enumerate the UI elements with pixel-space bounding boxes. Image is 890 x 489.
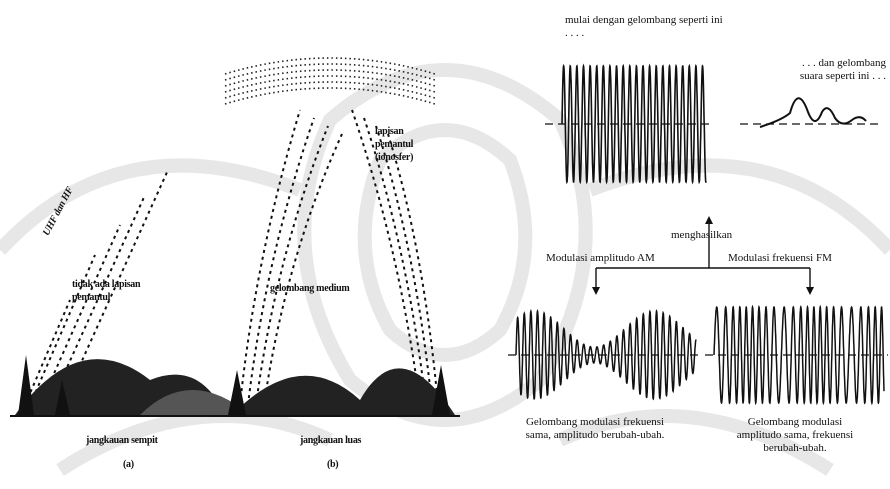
range-narrow-label: jangkauan sempit	[86, 434, 158, 447]
fm-label: Modulasi frekuensi FM	[728, 252, 832, 265]
produce-label: menghasilkan	[671, 229, 732, 242]
ionosphere-label: lapisan pemantul (ionosfer)	[375, 125, 437, 164]
fm-wave	[714, 307, 884, 403]
sound-wave	[760, 98, 866, 127]
range-wide-label: jangkauan luas	[300, 434, 361, 447]
am-label: Modulasi amplitudo AM	[546, 252, 655, 265]
antenna-left-icon	[18, 355, 34, 415]
panel-b-label: (b)	[327, 458, 338, 471]
sound-wave-label: . . . dan gelombang suara seperti ini . …	[778, 57, 886, 83]
fm-caption: Gelombang modulasi amplitudo sama, freku…	[730, 416, 860, 455]
no-layer-label: tidak ada lapisan pemantul	[72, 278, 164, 304]
start-wave-label: mulai dengan gelombang seperti ini . . .…	[565, 14, 725, 40]
medium-wave-ray-up	[240, 110, 300, 405]
panel-a-label: (a)	[123, 458, 134, 471]
medium-wave-label: gelombang medium	[270, 282, 349, 295]
am-caption: Gelombang modulasi frekuensi sama, ampli…	[520, 416, 670, 442]
